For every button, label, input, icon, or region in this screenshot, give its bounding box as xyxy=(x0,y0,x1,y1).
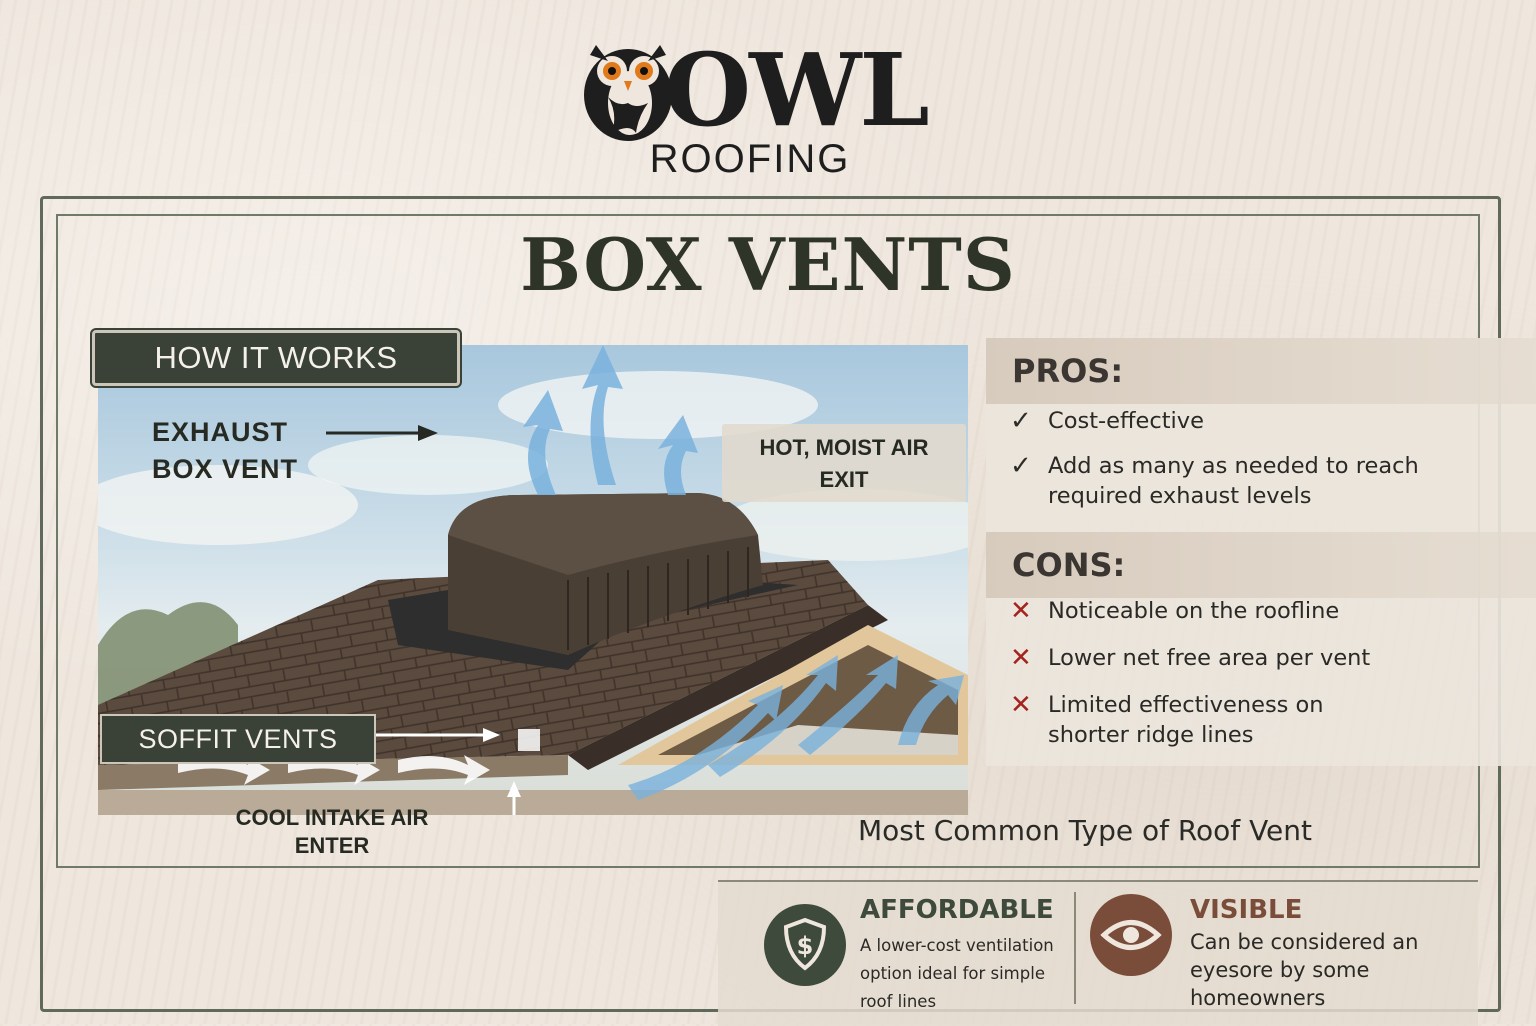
page-title: BOX VENTS xyxy=(520,222,1016,307)
brand-logo: OWL ROOFING xyxy=(0,25,1536,185)
features-divider xyxy=(1074,892,1076,1004)
cross-icon: ✕ xyxy=(1010,643,1032,673)
pros-item-text: Cost-effective xyxy=(1048,408,1204,434)
dollar-shield-icon: $ xyxy=(764,904,846,986)
hot-air-label-box: HOT, MOIST AIR EXIT xyxy=(722,424,966,502)
tagline: Most Common Type of Roof Vent xyxy=(857,814,1312,847)
hot-air-label: HOT, MOIST AIR EXIT xyxy=(722,432,966,496)
pros-cons-panel: PROS: CONS: xyxy=(986,338,1536,766)
cons-heading-band: CONS: xyxy=(986,532,1536,598)
eye-icon xyxy=(1090,894,1172,976)
affordable-title: AFFORDABLE xyxy=(860,895,1054,925)
cons-heading: CONS: xyxy=(1012,546,1126,584)
cons-item-text: Lower net free area per vent xyxy=(1048,645,1371,671)
svg-text:$: $ xyxy=(797,932,814,960)
pros-item-text: Add as many as needed to reach required … xyxy=(1048,453,1419,509)
how-it-works-label: HOW IT WORKS xyxy=(154,340,398,375)
owl-mascot-icon xyxy=(584,45,672,141)
cons-item-text: Noticeable on the roofline xyxy=(1048,598,1340,624)
logo-subtitle: ROOFING xyxy=(649,137,851,181)
visible-title: VISIBLE xyxy=(1190,895,1303,925)
checkmark-icon: ✓ xyxy=(1010,451,1032,481)
exhaust-box-vent-label: EXHAUST BOX VENT xyxy=(152,414,298,488)
visible-text: Can be considered an eyesore by some hom… xyxy=(1190,930,1419,1010)
cross-icon: ✕ xyxy=(1010,596,1032,626)
soffit-vents-label: SOFFIT VENTS xyxy=(138,724,338,754)
cool-air-line2: ENTER xyxy=(294,833,370,858)
cool-intake-air-label: COOL INTAKE AIR ENTER xyxy=(192,804,472,860)
soffit-vents-tab: SOFFIT VENTS xyxy=(100,714,376,764)
how-it-works-tab: HOW IT WORKS xyxy=(92,330,460,386)
checkmark-icon: ✓ xyxy=(1010,406,1032,436)
pros-heading-band: PROS: xyxy=(986,338,1536,404)
exhaust-label-line2: BOX VENT xyxy=(152,454,299,484)
hot-air-line2: EXIT xyxy=(819,467,869,492)
exhaust-label-line1: EXHAUST xyxy=(152,417,289,447)
pros-heading: PROS: xyxy=(1012,352,1124,390)
hot-air-line1: HOT, MOIST AIR xyxy=(759,435,929,460)
cool-air-line1: COOL INTAKE AIR xyxy=(235,805,429,830)
cross-icon: ✕ xyxy=(1010,690,1032,720)
affordable-text: A lower-cost ventilation option ideal fo… xyxy=(860,936,1054,1011)
logo-wordmark: OWL xyxy=(664,31,930,149)
cons-item-text: Limited effectiveness on shorter ridge l… xyxy=(1048,692,1324,748)
